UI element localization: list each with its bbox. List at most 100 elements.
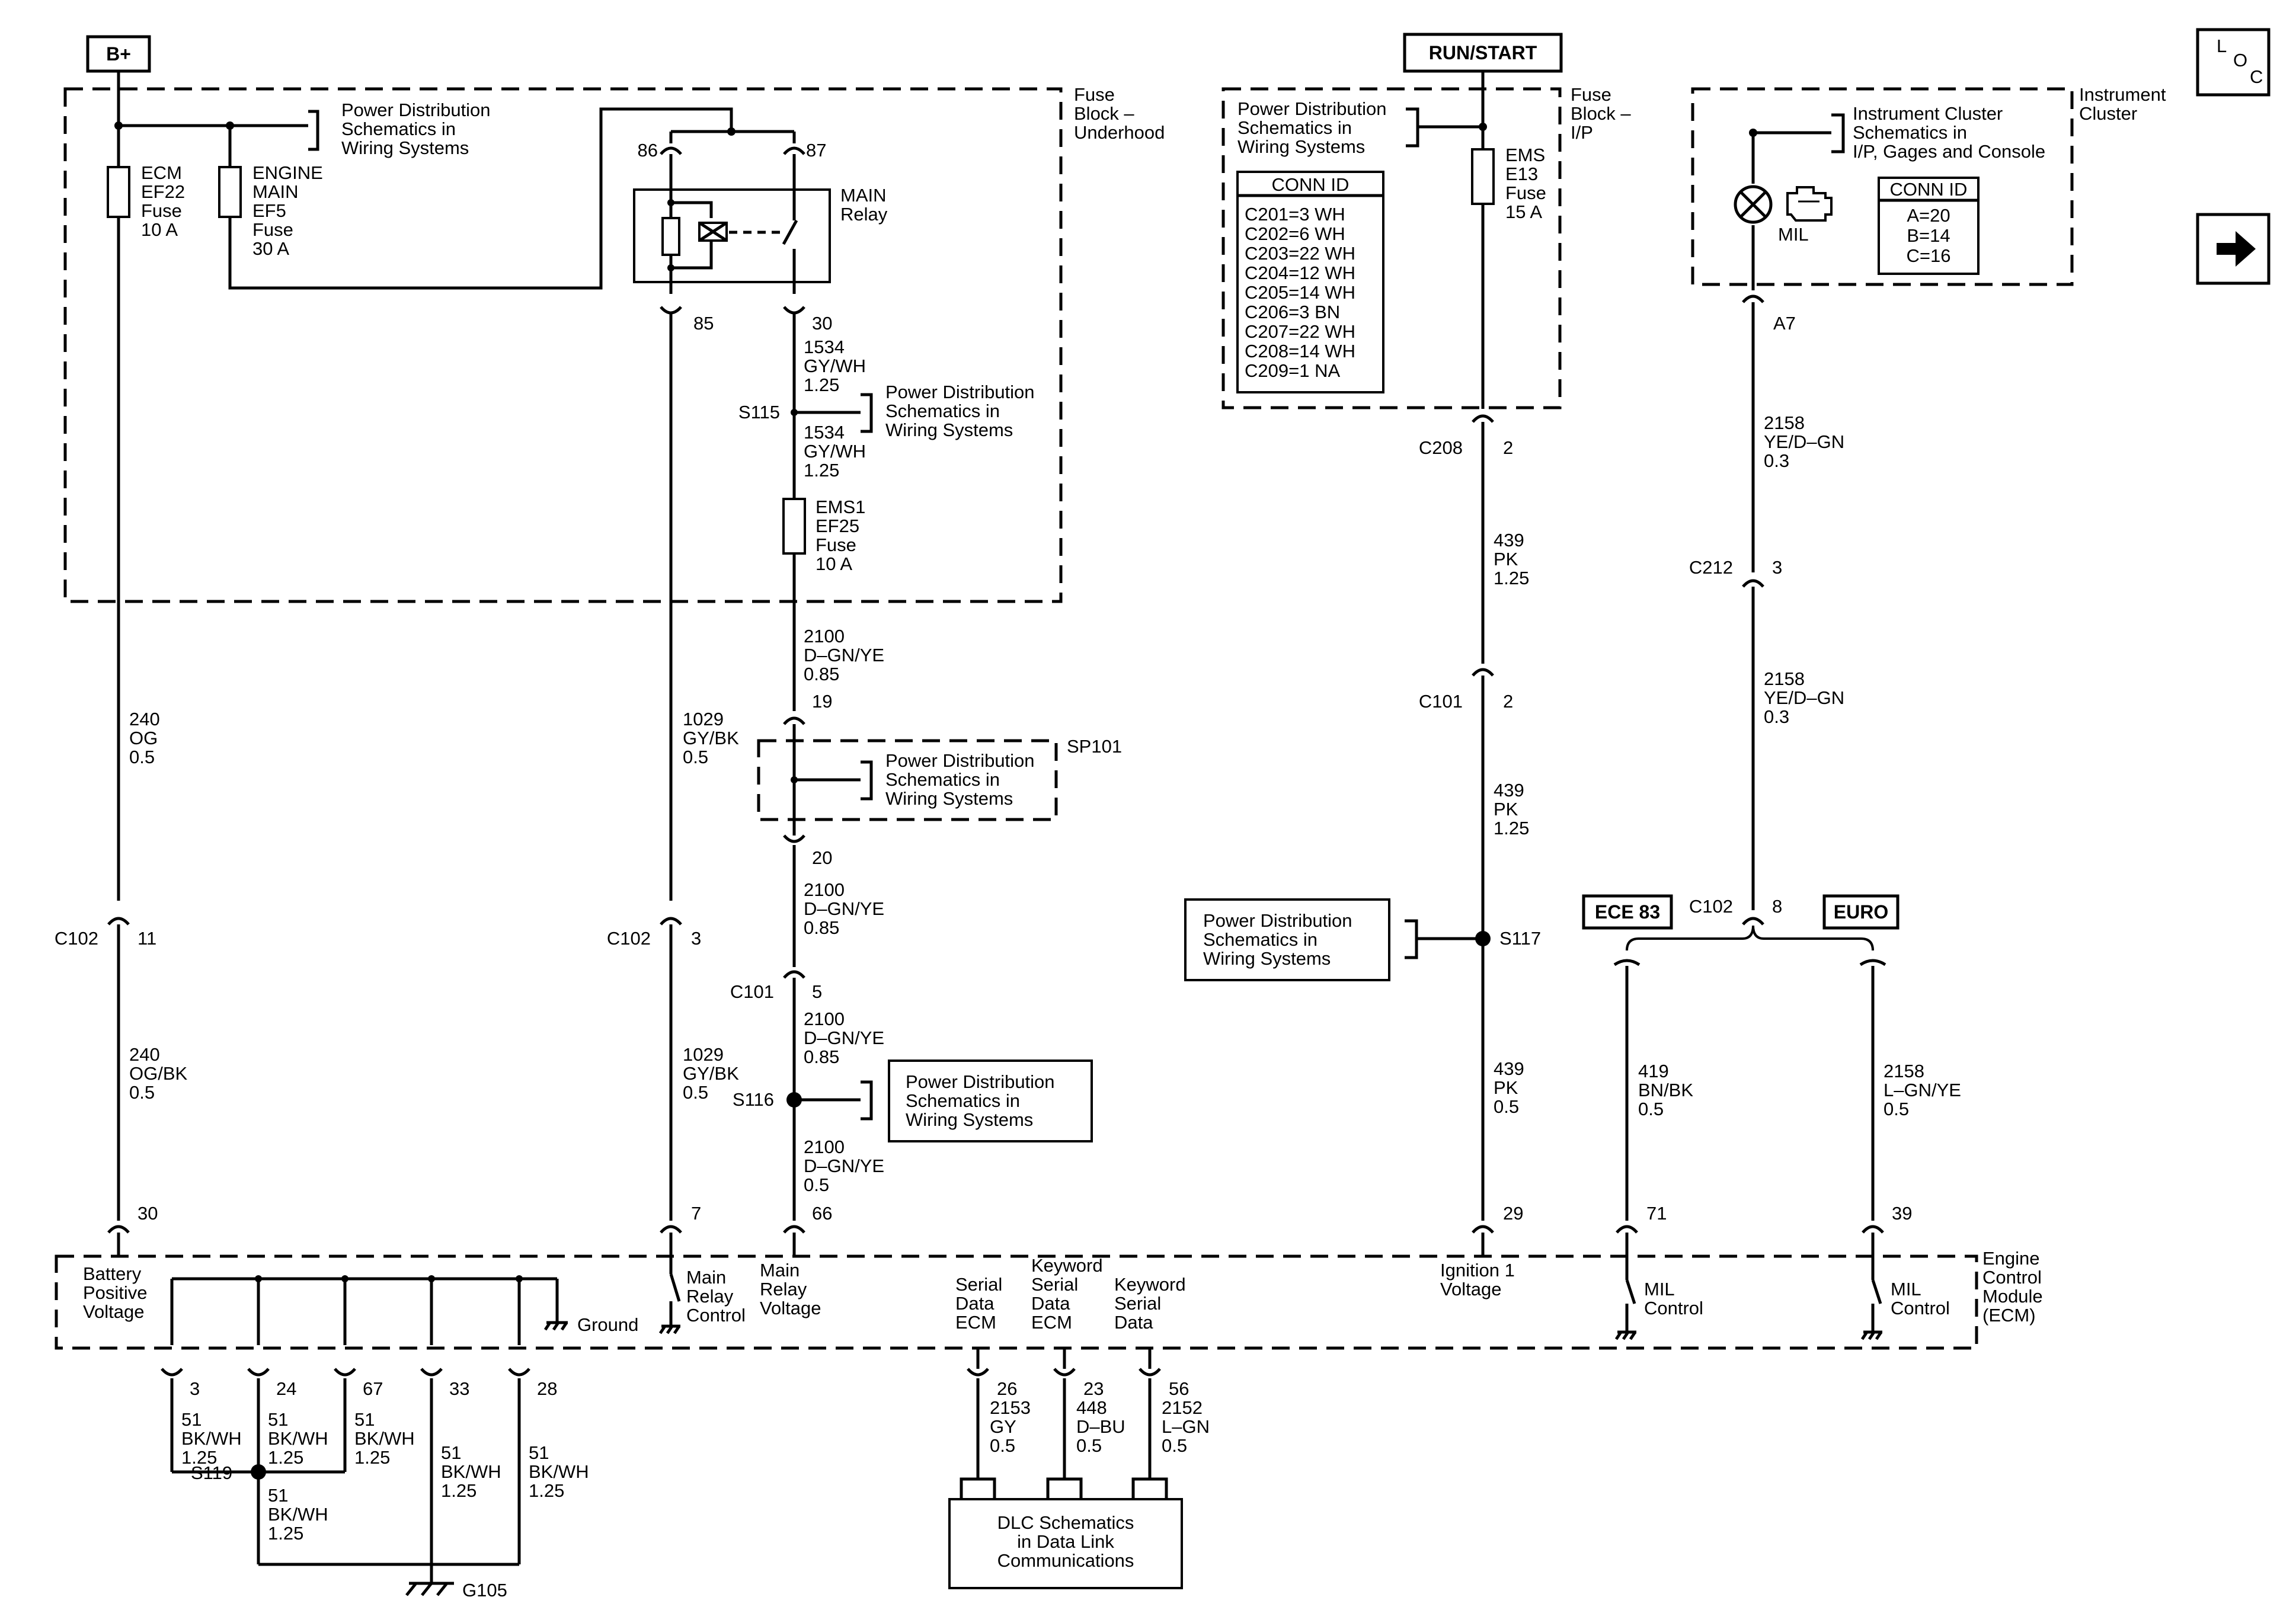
svg-text:C203=22 WH: C203=22 WH <box>1245 243 1355 264</box>
main-relay: 86 87 MAIN Relay 85 30 <box>633 132 888 334</box>
svg-text:Power Distribution: Power Distribution <box>1203 910 1352 931</box>
svg-text:CONN ID: CONN ID <box>1890 179 1968 200</box>
svg-text:85: 85 <box>693 313 714 334</box>
svg-text:0.85: 0.85 <box>804 1046 839 1067</box>
svg-text:MIL: MIL <box>1644 1279 1675 1299</box>
svg-text:0.5: 0.5 <box>683 747 708 767</box>
svg-text:2158: 2158 <box>1764 668 1805 689</box>
svg-text:448: 448 <box>1076 1397 1107 1418</box>
svg-text:51: 51 <box>529 1442 549 1463</box>
svg-text:Schematics in: Schematics in <box>885 401 1000 421</box>
svg-text:439: 439 <box>1494 530 1524 550</box>
svg-text:19: 19 <box>812 691 832 712</box>
splice-s117: S117 <box>1405 919 1541 959</box>
ground-g105-icon: G105 <box>405 1580 507 1601</box>
splice-sp101: Power Distribution Schematics in Wiring … <box>791 736 1122 809</box>
engine-main-feed-wire <box>228 107 733 290</box>
svg-text:Relay: Relay <box>840 204 888 225</box>
svg-text:GY/BK: GY/BK <box>683 1063 739 1084</box>
wire-439-a: 439 PK 1.25 <box>1494 530 1529 588</box>
svg-text:Fuse: Fuse <box>816 534 856 555</box>
svg-text:RUN/START: RUN/START <box>1429 42 1537 63</box>
svg-text:C102: C102 <box>55 928 98 949</box>
svg-text:Serial: Serial <box>1114 1293 1161 1314</box>
svg-text:20: 20 <box>812 847 832 868</box>
wire-2100-b: 2100 D–GN/YE 0.85 <box>804 879 884 938</box>
svg-text:EMS: EMS <box>1505 145 1545 165</box>
svg-text:BK/WH: BK/WH <box>354 1428 415 1449</box>
dlc-reference: DLC Schematics in Data Link Communicatio… <box>948 1498 1183 1589</box>
svg-text:(ECM): (ECM) <box>1982 1305 2036 1326</box>
wire-1029-a: 1029 GY/BK 0.5 <box>683 709 739 767</box>
svg-text:L–GN: L–GN <box>1162 1416 1210 1437</box>
svg-text:1029: 1029 <box>683 1044 724 1065</box>
bplus-tag: B+ <box>86 35 151 73</box>
svg-text:OG: OG <box>129 728 158 748</box>
svg-text:2152: 2152 <box>1162 1397 1203 1418</box>
loc-icon[interactable]: L O C <box>2196 28 2271 97</box>
svg-text:23: 23 <box>1083 1378 1104 1399</box>
svg-text:L: L <box>2217 36 2227 56</box>
wire-1029-b: 1029 GY/BK 0.5 <box>683 1044 739 1103</box>
euro-tag: EURO <box>1822 894 1900 930</box>
svg-text:0.5: 0.5 <box>1884 1099 1909 1119</box>
svg-text:YE/D–GN: YE/D–GN <box>1764 431 1844 452</box>
svg-text:66: 66 <box>812 1203 832 1224</box>
run-start-tag: RUN/START <box>1403 33 1563 73</box>
svg-text:Fuse: Fuse <box>1505 183 1546 203</box>
svg-text:EMS1: EMS1 <box>816 497 865 517</box>
svg-text:B=14: B=14 <box>1907 225 1950 246</box>
svg-text:Control: Control <box>686 1305 746 1326</box>
svg-text:Underhood: Underhood <box>1074 122 1165 143</box>
svg-text:1.25: 1.25 <box>441 1480 477 1501</box>
ecm-label: Engine Control Module (ECM) <box>1982 1248 2043 1326</box>
wire-51-pin33: 51 BK/WH 1.25 <box>441 1442 501 1501</box>
svg-text:11: 11 <box>137 928 156 949</box>
svg-text:1.25: 1.25 <box>804 375 839 395</box>
ground-wires <box>170 1378 521 1583</box>
svg-text:BK/WH: BK/WH <box>268 1504 328 1525</box>
svg-text:GY: GY <box>990 1416 1016 1437</box>
svg-text:1.25: 1.25 <box>1494 818 1529 838</box>
ecm-pin-71: 71 <box>1616 1203 1667 1280</box>
svg-text:1.25: 1.25 <box>354 1447 390 1468</box>
svg-text:30: 30 <box>137 1203 158 1224</box>
svg-text:Wiring Systems: Wiring Systems <box>885 788 1013 809</box>
svg-text:1534: 1534 <box>804 422 845 443</box>
wire-2158-b: 2158 YE/D–GN 0.3 <box>1764 668 1844 727</box>
svg-text:0.5: 0.5 <box>1638 1099 1664 1119</box>
svg-text:1.25: 1.25 <box>268 1523 303 1544</box>
svg-text:C204=12 WH: C204=12 WH <box>1245 263 1355 283</box>
engine-icon <box>1786 186 1833 222</box>
svg-text:Relay: Relay <box>760 1279 807 1299</box>
ecm-pin-30: 30 <box>107 1203 158 1256</box>
ems1-fuse: EMS1 EF25 Fuse 10 A <box>782 497 865 574</box>
svg-text:Schematics in: Schematics in <box>1853 122 1967 143</box>
svg-text:419: 419 <box>1638 1061 1669 1081</box>
bplus-bus <box>114 71 319 167</box>
svg-text:ENGINE: ENGINE <box>252 162 323 183</box>
svg-text:2100: 2100 <box>804 879 845 900</box>
svg-text:EF5: EF5 <box>252 200 286 221</box>
svg-text:C102: C102 <box>1689 896 1733 917</box>
svg-text:Power Distribution: Power Distribution <box>341 100 491 120</box>
svg-text:2158: 2158 <box>1764 412 1805 433</box>
svg-text:D–GN/YE: D–GN/YE <box>804 645 884 665</box>
arrow-right-icon[interactable] <box>2196 213 2271 285</box>
svg-text:S117: S117 <box>1499 928 1541 949</box>
pd-reference-1: Power Distribution Schematics in Wiring … <box>341 100 491 158</box>
data-link-pins <box>960 1347 1168 1499</box>
svg-text:10 A: 10 A <box>816 553 852 574</box>
svg-text:C206=3 BN: C206=3 BN <box>1245 302 1340 322</box>
svg-text:29: 29 <box>1503 1203 1523 1224</box>
svg-text:Cluster: Cluster <box>2079 103 2137 124</box>
wire-2100-c: 2100 D–GN/YE 0.85 <box>804 1009 884 1067</box>
svg-text:26: 26 <box>997 1378 1017 1399</box>
svg-text:Ignition 1: Ignition 1 <box>1440 1260 1515 1281</box>
wire-51-pin28: 51 BK/WH 1.25 <box>529 1442 589 1501</box>
svg-text:Voltage: Voltage <box>83 1301 144 1322</box>
svg-text:D–GN/YE: D–GN/YE <box>804 1028 884 1048</box>
svg-text:Positive: Positive <box>83 1282 148 1303</box>
svg-text:51: 51 <box>268 1409 288 1430</box>
svg-text:EURO: EURO <box>1834 901 1888 923</box>
